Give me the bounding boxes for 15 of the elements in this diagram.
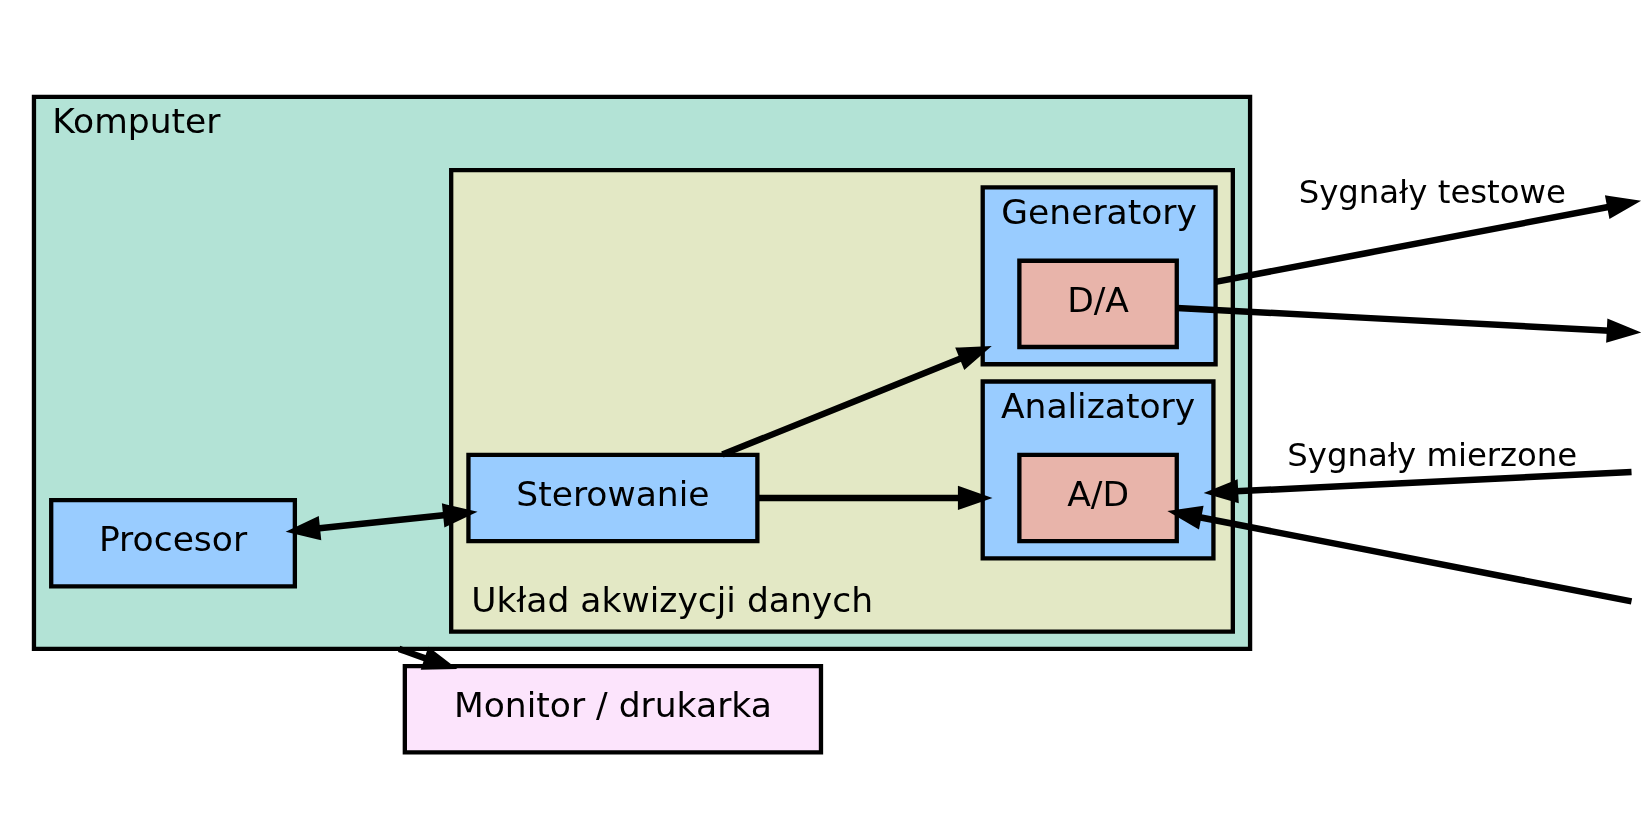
- arrow: [397, 645, 458, 670]
- arrow: [721, 345, 992, 458]
- arrow: [285, 502, 478, 540]
- arrow: [1176, 304, 1642, 343]
- node-box: Monitor / drukarka: [402, 663, 824, 755]
- arrow: [757, 485, 993, 510]
- arrow: [1167, 505, 1633, 605]
- arrow: [1203, 468, 1632, 503]
- arrow: [1214, 194, 1642, 285]
- node-box: Sterowanie: [466, 452, 760, 543]
- node-box: D/A: [1017, 258, 1179, 349]
- node-box: Procesor: [49, 497, 297, 588]
- edge-label: Sygnały testowe: [1298, 172, 1566, 211]
- node-box: A/D: [1017, 452, 1179, 543]
- edge-label: Sygnały mierzone: [1287, 435, 1578, 474]
